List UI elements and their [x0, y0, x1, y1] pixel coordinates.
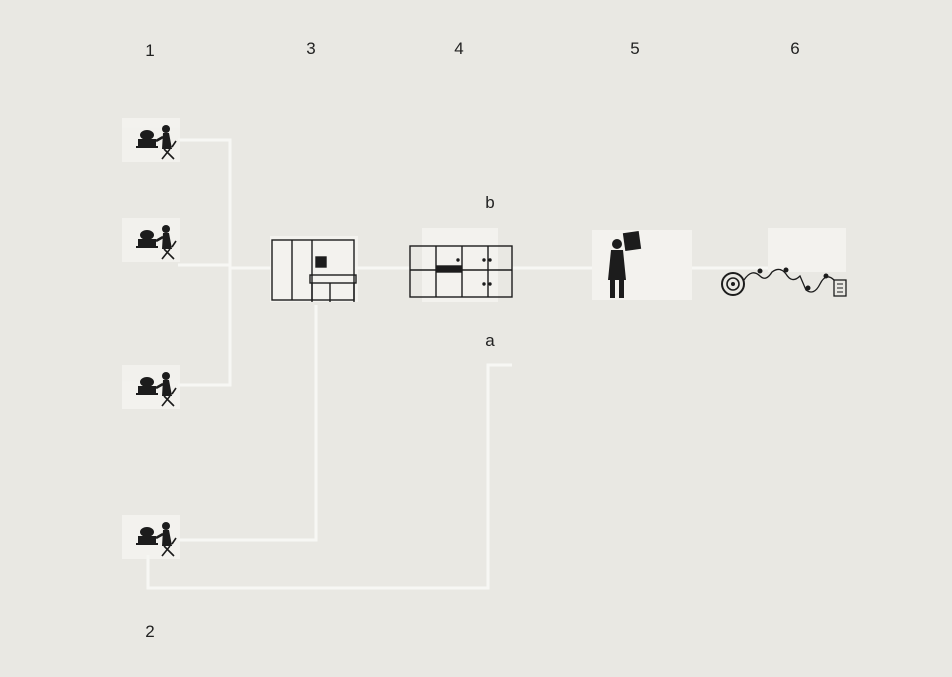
column-label-5: 5 — [630, 39, 639, 58]
connection-label-b: b — [485, 193, 494, 212]
connection-label-a: a — [485, 331, 495, 350]
column-label-6: 6 — [790, 39, 799, 58]
column-label-4: 4 — [454, 39, 463, 58]
column-label-3: 3 — [306, 39, 315, 58]
bottom-label-2: 2 — [145, 622, 154, 641]
column-label-1: 1 — [145, 41, 154, 60]
connector-lines — [148, 140, 768, 588]
